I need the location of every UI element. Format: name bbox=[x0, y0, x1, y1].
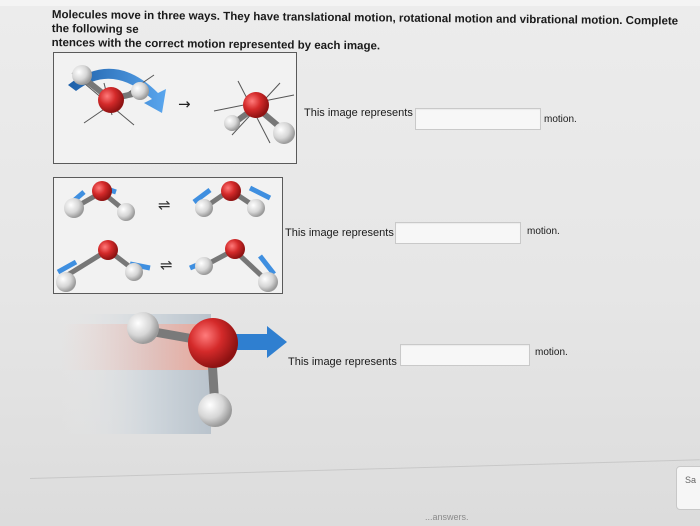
divider bbox=[30, 459, 700, 479]
oxygen-atom bbox=[98, 240, 118, 260]
rotation-arrow bbox=[68, 68, 166, 113]
hydrogen-atom bbox=[258, 272, 278, 292]
save-button[interactable]: Sa bbox=[676, 466, 700, 510]
question-3-prefix: This image represents bbox=[288, 356, 397, 368]
vibration-row-1: ⇌ bbox=[64, 181, 272, 221]
hydrogen-atom bbox=[131, 82, 149, 100]
rotation-image-panel: → bbox=[53, 52, 297, 164]
question-2-answer-input[interactable] bbox=[395, 222, 521, 244]
hydrogen-atom bbox=[127, 312, 159, 344]
hydrogen-atom bbox=[198, 393, 232, 427]
vibration-arrow bbox=[192, 188, 212, 204]
hydrogen-atom bbox=[64, 198, 84, 218]
question-1-suffix: motion. bbox=[544, 114, 577, 125]
vibration-row-2: ⇌ bbox=[56, 239, 278, 292]
question-2-suffix: motion. bbox=[527, 226, 560, 237]
oxygen-atom bbox=[243, 92, 269, 118]
hydrogen-atom bbox=[117, 203, 135, 221]
reaction-arrow: → bbox=[178, 95, 191, 113]
hydrogen-atom bbox=[224, 115, 240, 131]
question-2-prefix: This image represents bbox=[285, 227, 394, 239]
oxygen-atom bbox=[221, 181, 241, 201]
oxygen-atom bbox=[188, 318, 238, 368]
vibration-arrow bbox=[248, 185, 272, 201]
equilibrium-arrow: ⇌ bbox=[160, 256, 173, 274]
vibration-arrow bbox=[56, 259, 78, 275]
equilibrium-arrow: ⇌ bbox=[158, 196, 171, 214]
top-border bbox=[0, 0, 700, 6]
instructions: Molecules move in three ways. They have … bbox=[52, 8, 692, 57]
translating-molecule-icon bbox=[61, 312, 287, 434]
question-3-suffix: motion. bbox=[535, 347, 568, 358]
question-3-answer-input[interactable] bbox=[400, 344, 530, 366]
vibrating-molecule-icon: ⇌ ⇌ bbox=[56, 181, 278, 292]
oxygen-atom bbox=[98, 87, 124, 113]
hydrogen-atom bbox=[273, 122, 295, 144]
hydrogen-atom bbox=[72, 65, 92, 85]
hydrogen-atom bbox=[195, 257, 213, 275]
hydrogen-atom bbox=[195, 199, 213, 217]
hydrogen-atom bbox=[56, 272, 76, 292]
question-1-answer-input[interactable] bbox=[415, 108, 541, 130]
vibration-arrow bbox=[258, 254, 276, 276]
hydrogen-atom bbox=[125, 263, 143, 281]
question-1-prefix: This image represents bbox=[304, 107, 413, 119]
answers-link[interactable]: ...answers. bbox=[425, 512, 469, 522]
hydrogen-atom bbox=[247, 199, 265, 217]
oxygen-atom bbox=[225, 239, 245, 259]
oxygen-atom bbox=[92, 181, 112, 201]
vibration-image-panel: ⇌ ⇌ bbox=[53, 177, 283, 294]
rotating-molecule-icon: → bbox=[68, 65, 295, 144]
